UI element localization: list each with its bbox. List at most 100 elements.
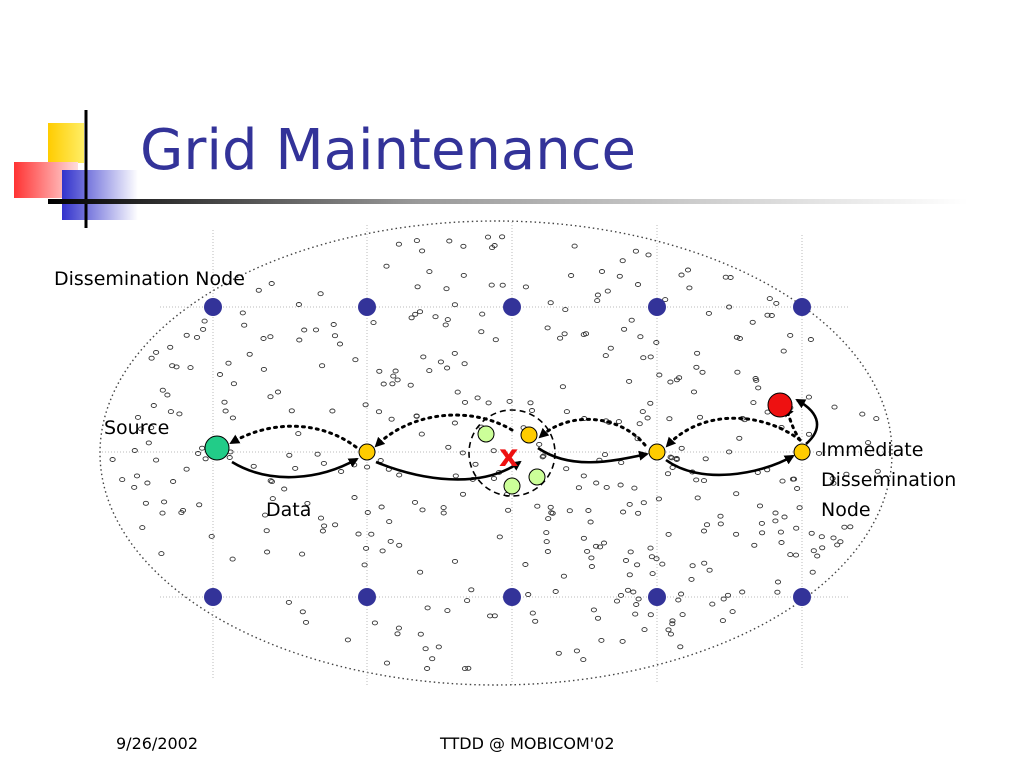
sensor-node: [389, 381, 396, 387]
sensor-node: [304, 500, 311, 506]
sensor-node: [648, 554, 655, 560]
sensor-node: [759, 530, 766, 536]
sensor-node: [755, 385, 762, 391]
sensor-node: [573, 648, 580, 654]
sensor-node: [617, 592, 625, 598]
sensor-node: [329, 408, 336, 414]
data-path: [795, 398, 819, 445]
sensor-node: [380, 381, 387, 387]
sensor-node: [532, 618, 539, 624]
sensor-node: [222, 408, 229, 414]
sensor-node: [229, 415, 236, 421]
sensor-node: [362, 402, 369, 408]
sensor-node: [263, 528, 270, 534]
sensor-node: [522, 284, 529, 290]
sensor-node: [590, 607, 597, 613]
sensor-node: [414, 284, 421, 290]
sensor-node: [829, 476, 836, 481]
sensor-node: [246, 351, 253, 357]
path-node: [648, 443, 666, 461]
sensor-node: [426, 269, 433, 275]
sensor-node: [443, 286, 450, 292]
dissemination-node: [204, 588, 222, 606]
dissemination-node: [358, 298, 376, 316]
sensor-node: [187, 365, 194, 371]
sensor-node: [134, 414, 142, 420]
sensor-node: [594, 615, 602, 621]
sensor-node: [459, 450, 466, 456]
sensor-node: [604, 288, 611, 294]
sensor-node: [621, 326, 628, 332]
sensor-node: [460, 243, 467, 249]
sensor-node: [673, 456, 680, 461]
sensor-node: [709, 601, 716, 607]
sensor-node: [451, 558, 459, 564]
query-path: [665, 416, 802, 448]
sensor-node: [368, 531, 375, 537]
sensor-node: [727, 275, 734, 280]
sensor-node: [766, 296, 773, 302]
sensor-node: [230, 381, 237, 387]
sensor-node: [202, 456, 209, 462]
sensor-node: [688, 576, 695, 582]
sensor-node: [669, 618, 676, 624]
sensor-node: [386, 519, 393, 525]
sensor-node: [167, 344, 174, 350]
sensor-node: [299, 609, 306, 615]
sensor-node: [388, 416, 395, 422]
sensor-node: [585, 508, 592, 513]
sensor-node: [317, 291, 324, 297]
sensor-node: [703, 522, 711, 528]
sensor-node: [241, 322, 248, 328]
sensor-node: [598, 637, 605, 643]
sensor-node: [484, 234, 492, 240]
sensor-node: [394, 631, 401, 637]
sensor-node: [814, 553, 821, 559]
sensor-node: [627, 549, 634, 555]
sensor-node: [805, 394, 812, 400]
sensor-nodes: [109, 234, 881, 672]
sensor-node: [647, 612, 654, 618]
sensor-node: [229, 556, 236, 562]
sensor-node: [602, 353, 609, 359]
sensor-node: [580, 473, 587, 479]
sensor-node: [461, 361, 468, 367]
sensor-node: [417, 631, 424, 637]
sensor-node: [607, 345, 614, 351]
sensor-node: [461, 399, 469, 405]
sensor-node: [378, 504, 385, 510]
sensor-node: [424, 666, 431, 671]
sensor-node: [529, 610, 536, 616]
sensor-node: [139, 525, 146, 531]
sensor-node: [693, 364, 700, 370]
sensor-node: [411, 499, 419, 505]
sensor-node: [370, 320, 377, 326]
sensor-node: [632, 248, 639, 254]
sensor-node: [451, 350, 458, 356]
sensor-node: [164, 392, 171, 398]
sensor-node: [440, 510, 447, 516]
sensor-node: [267, 394, 274, 400]
sensor-node: [193, 334, 201, 340]
sensor-node: [408, 315, 415, 321]
sensor-node: [445, 444, 452, 450]
query-path: [783, 406, 802, 442]
sensor-node: [562, 307, 569, 313]
sensor-node: [527, 400, 534, 406]
sensor-node: [600, 540, 608, 546]
sensor-node: [285, 599, 292, 605]
sensor-node: [267, 334, 274, 340]
sensor-node: [649, 571, 656, 577]
sensor-node: [435, 644, 442, 650]
sensor-node: [320, 460, 327, 466]
sensor-node: [444, 608, 451, 614]
sensor-node: [426, 368, 433, 374]
sensor-node: [412, 311, 419, 317]
sensor-node: [153, 457, 160, 463]
sensor-node: [452, 473, 459, 479]
sensor-node: [201, 318, 208, 324]
data-path: [537, 446, 649, 464]
sensor-node: [262, 512, 269, 518]
sensor-node: [563, 409, 570, 415]
sensor-node: [145, 440, 152, 446]
